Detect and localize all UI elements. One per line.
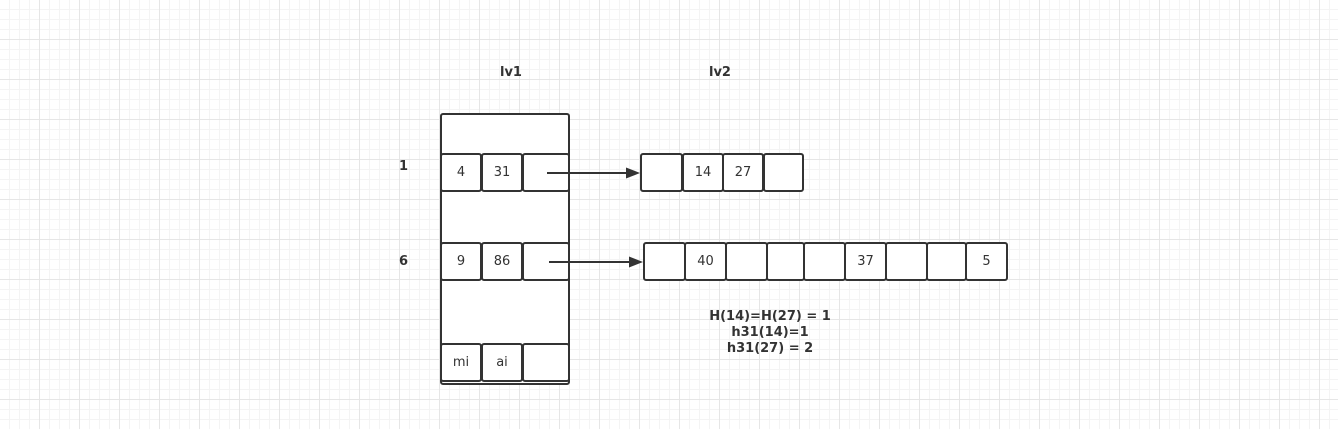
formula-line: H(14)=H(27) = 1 <box>709 309 831 324</box>
arrowhead-row1 <box>626 167 640 179</box>
lv2-bucket6-cell: 5 <box>965 242 1008 281</box>
lv1-bottom-cell-empty <box>522 343 570 382</box>
lv2-header: lv2 <box>709 65 731 80</box>
lv1-header: lv1 <box>500 65 522 80</box>
formula-line: h31(27) = 2 <box>726 341 814 356</box>
row-label-1: 1 <box>399 159 409 174</box>
lv2-bucket1-cell: 27 <box>722 153 764 192</box>
lv2-bucket6-cell <box>926 242 967 281</box>
lv1-row6-cell-value: 86 <box>481 242 523 281</box>
lv1-bottom-cell-mi: mi <box>440 343 482 382</box>
lv2-bucket6-cell: 37 <box>844 242 887 281</box>
lv2-bucket6-cell <box>885 242 928 281</box>
lv1-row6-cell-key: 9 <box>440 242 482 281</box>
lv2-bucket6-cell <box>643 242 686 281</box>
hash-formulas: H(14)=H(27) = 1 h31(14)=1 h31(27) = 2 <box>690 309 850 357</box>
lv2-bucket6-cell <box>725 242 768 281</box>
lv2-bucket6-cell <box>803 242 846 281</box>
arrowhead-row6 <box>629 256 643 268</box>
lv2-bucket1-cell <box>640 153 683 192</box>
row-label-6: 6 <box>399 254 409 269</box>
lv2-bucket1-cell <box>763 153 804 192</box>
lv1-bottom-cell-ai: ai <box>481 343 523 382</box>
formula-line: h31(14)=1 <box>731 325 809 340</box>
lv1-row1-cell-key: 4 <box>440 153 482 192</box>
